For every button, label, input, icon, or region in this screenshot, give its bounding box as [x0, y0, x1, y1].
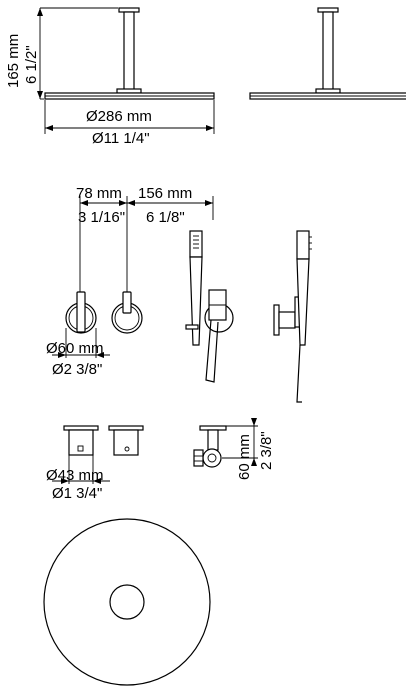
arrow-up [37, 8, 43, 16]
arrow-down [37, 91, 43, 99]
height-dimension-ceiling: 165 mm 6 1/2" [5, 7, 118, 100]
side-hand-shower-head [296, 230, 310, 260]
diameter-dimension-ceiling: Ø286 mm Ø11 1/4" [44, 100, 215, 147]
shower-head-plate [43, 518, 211, 686]
spout-left-indicator [77, 445, 84, 452]
ceiling-diameter-mm: Ø286 mm [86, 108, 152, 125]
holder-clip [185, 324, 199, 330]
ceiling-height-in: 6 1/2" [23, 45, 40, 84]
spacing-dimensions: 78 mm 3 1/16" 156 mm 6 1/8" [76, 185, 214, 295]
hand-shower-front [185, 230, 234, 383]
shower-head-top-view [43, 518, 211, 686]
knob-arrow-left [58, 352, 66, 358]
spout-diameter-mm: Ø43 mm [46, 467, 104, 484]
mixer-knobs [65, 291, 143, 334]
knob-diameter-mm: Ø60 mm [46, 340, 104, 357]
spout-right-indicator [124, 446, 130, 452]
spout-arrow-left [61, 478, 69, 484]
wall-outlet-stem [207, 429, 219, 451]
spout-diameter-dimension: Ø43 mm Ø1 3/4" [46, 455, 110, 502]
knob-diameter-dimension: Ø60 mm Ø2 3/8" [46, 328, 110, 378]
side-ceiling-arm [322, 11, 334, 91]
spout-right-cap [108, 425, 144, 431]
side-hose [296, 344, 302, 403]
hand-shower-side [273, 230, 312, 403]
wall-outlet [193, 425, 227, 468]
wall-outlet-connector [202, 448, 222, 468]
spout-diameter-in: Ø1 3/4" [52, 485, 102, 502]
knob-left-lever [76, 291, 86, 333]
spout-right-body [113, 429, 139, 456]
spout-left-cap [63, 425, 99, 431]
side-hand-shower-handle [296, 258, 310, 346]
spout-arrow-right [93, 478, 101, 484]
arrow-left [45, 125, 53, 131]
wall-outlet-connector-inner [207, 453, 217, 463]
hose-front [205, 319, 219, 383]
side-wall-plate [273, 304, 280, 336]
outlet-arrow-top [251, 418, 257, 426]
arrow-right [206, 125, 214, 131]
spout-outlets [63, 425, 144, 456]
outlet-height-in: 2 3/8" [258, 431, 275, 470]
ceiling-shower-side-view [249, 7, 406, 100]
outlet-height-mm: 60 mm [236, 434, 253, 480]
wall-outlet-holder [193, 449, 204, 467]
wall-outlet-cap [199, 425, 227, 431]
ceiling-arm [123, 11, 135, 91]
spacing-a-in: 3 1/16" [78, 209, 125, 226]
knob-diameter-in: Ø2 3/8" [52, 361, 102, 378]
hand-shower-handle [189, 256, 203, 346]
ceiling-diameter-in: Ø11 1/4" [92, 130, 150, 147]
spacing-a-mm: 78 mm [76, 185, 122, 202]
spacing-b-in: 6 1/8" [146, 209, 185, 226]
shower-head-center [109, 584, 145, 620]
outlet-arrow-bottom [251, 458, 257, 466]
side-outlet-body [278, 311, 296, 329]
spacing-arrow-right [205, 200, 213, 206]
ceiling-shower-front-view [44, 7, 215, 100]
spacing-arrow-mid-right [127, 200, 135, 206]
spacing-arrow-mid-left [119, 200, 127, 206]
knob-right-lever [122, 291, 132, 314]
ceiling-height-mm: 165 mm [5, 34, 22, 88]
spacing-b-mm: 156 mm [138, 185, 192, 202]
knob-arrow-right [96, 352, 104, 358]
outlet-height-dimension: 60 mm 2 3/8" [222, 418, 275, 480]
spacing-arrow-left [80, 200, 88, 206]
